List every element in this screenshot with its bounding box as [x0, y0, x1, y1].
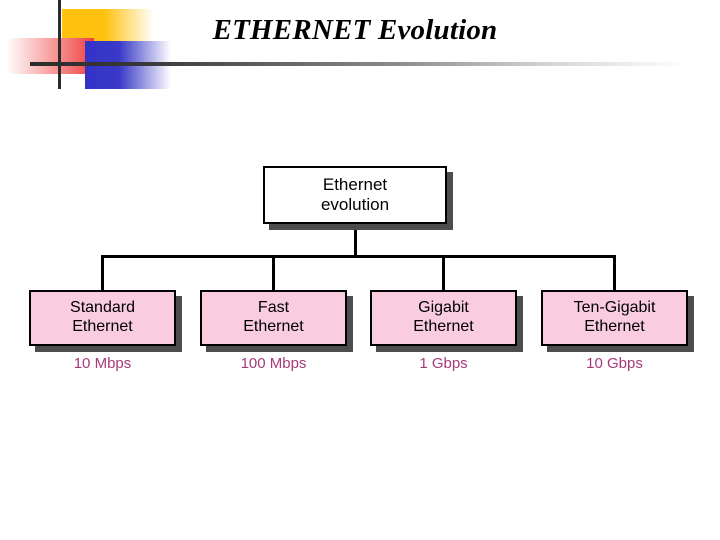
node-gigabit-ethernet: Gigabit Ethernet [370, 290, 517, 346]
speed-label-standard-ethernet: 10 Mbps [73, 355, 132, 372]
node-label-line1: Fast [257, 299, 290, 317]
node-ethernet-evolution: Ethernet evolution [263, 166, 447, 224]
node-label-line1: Standard [70, 299, 135, 317]
node-label-line1: Ethernet [322, 174, 388, 194]
node-fast-ethernet: Fast Ethernet [200, 290, 347, 346]
node-label-line1: Ten-Gigabit [573, 299, 656, 317]
connector-drop-4 [613, 255, 616, 291]
node-label-line2: evolution [320, 195, 390, 214]
node-label-line2: Ethernet [584, 318, 645, 335]
speed-label-ten-gigabit-ethernet: 10 Gbps [586, 355, 643, 372]
logo-vertical-rule [58, 0, 61, 89]
connector-horizontal-bus [101, 255, 616, 258]
connector-drop-3 [442, 255, 445, 291]
node-label-line2: Ethernet [243, 318, 304, 335]
page-title: ETHERNET Evolution [212, 14, 498, 46]
node-ten-gigabit-ethernet: Ten-Gigabit Ethernet [541, 290, 688, 346]
node-label-line2: Ethernet [413, 318, 474, 335]
speed-label-fast-ethernet: 100 Mbps [240, 355, 307, 372]
title-underline-rule [30, 62, 690, 66]
node-label-line1: Gigabit [418, 299, 469, 317]
connector-drop-2 [272, 255, 275, 291]
logo-red-rectangle-icon [6, 38, 94, 74]
node-standard-ethernet: Standard Ethernet [29, 290, 176, 346]
node-label-line2: Ethernet [72, 318, 133, 335]
connector-drop-1 [101, 255, 104, 291]
speed-label-gigabit-ethernet: 1 Gbps [419, 355, 468, 372]
connector-root-stem [354, 224, 357, 258]
